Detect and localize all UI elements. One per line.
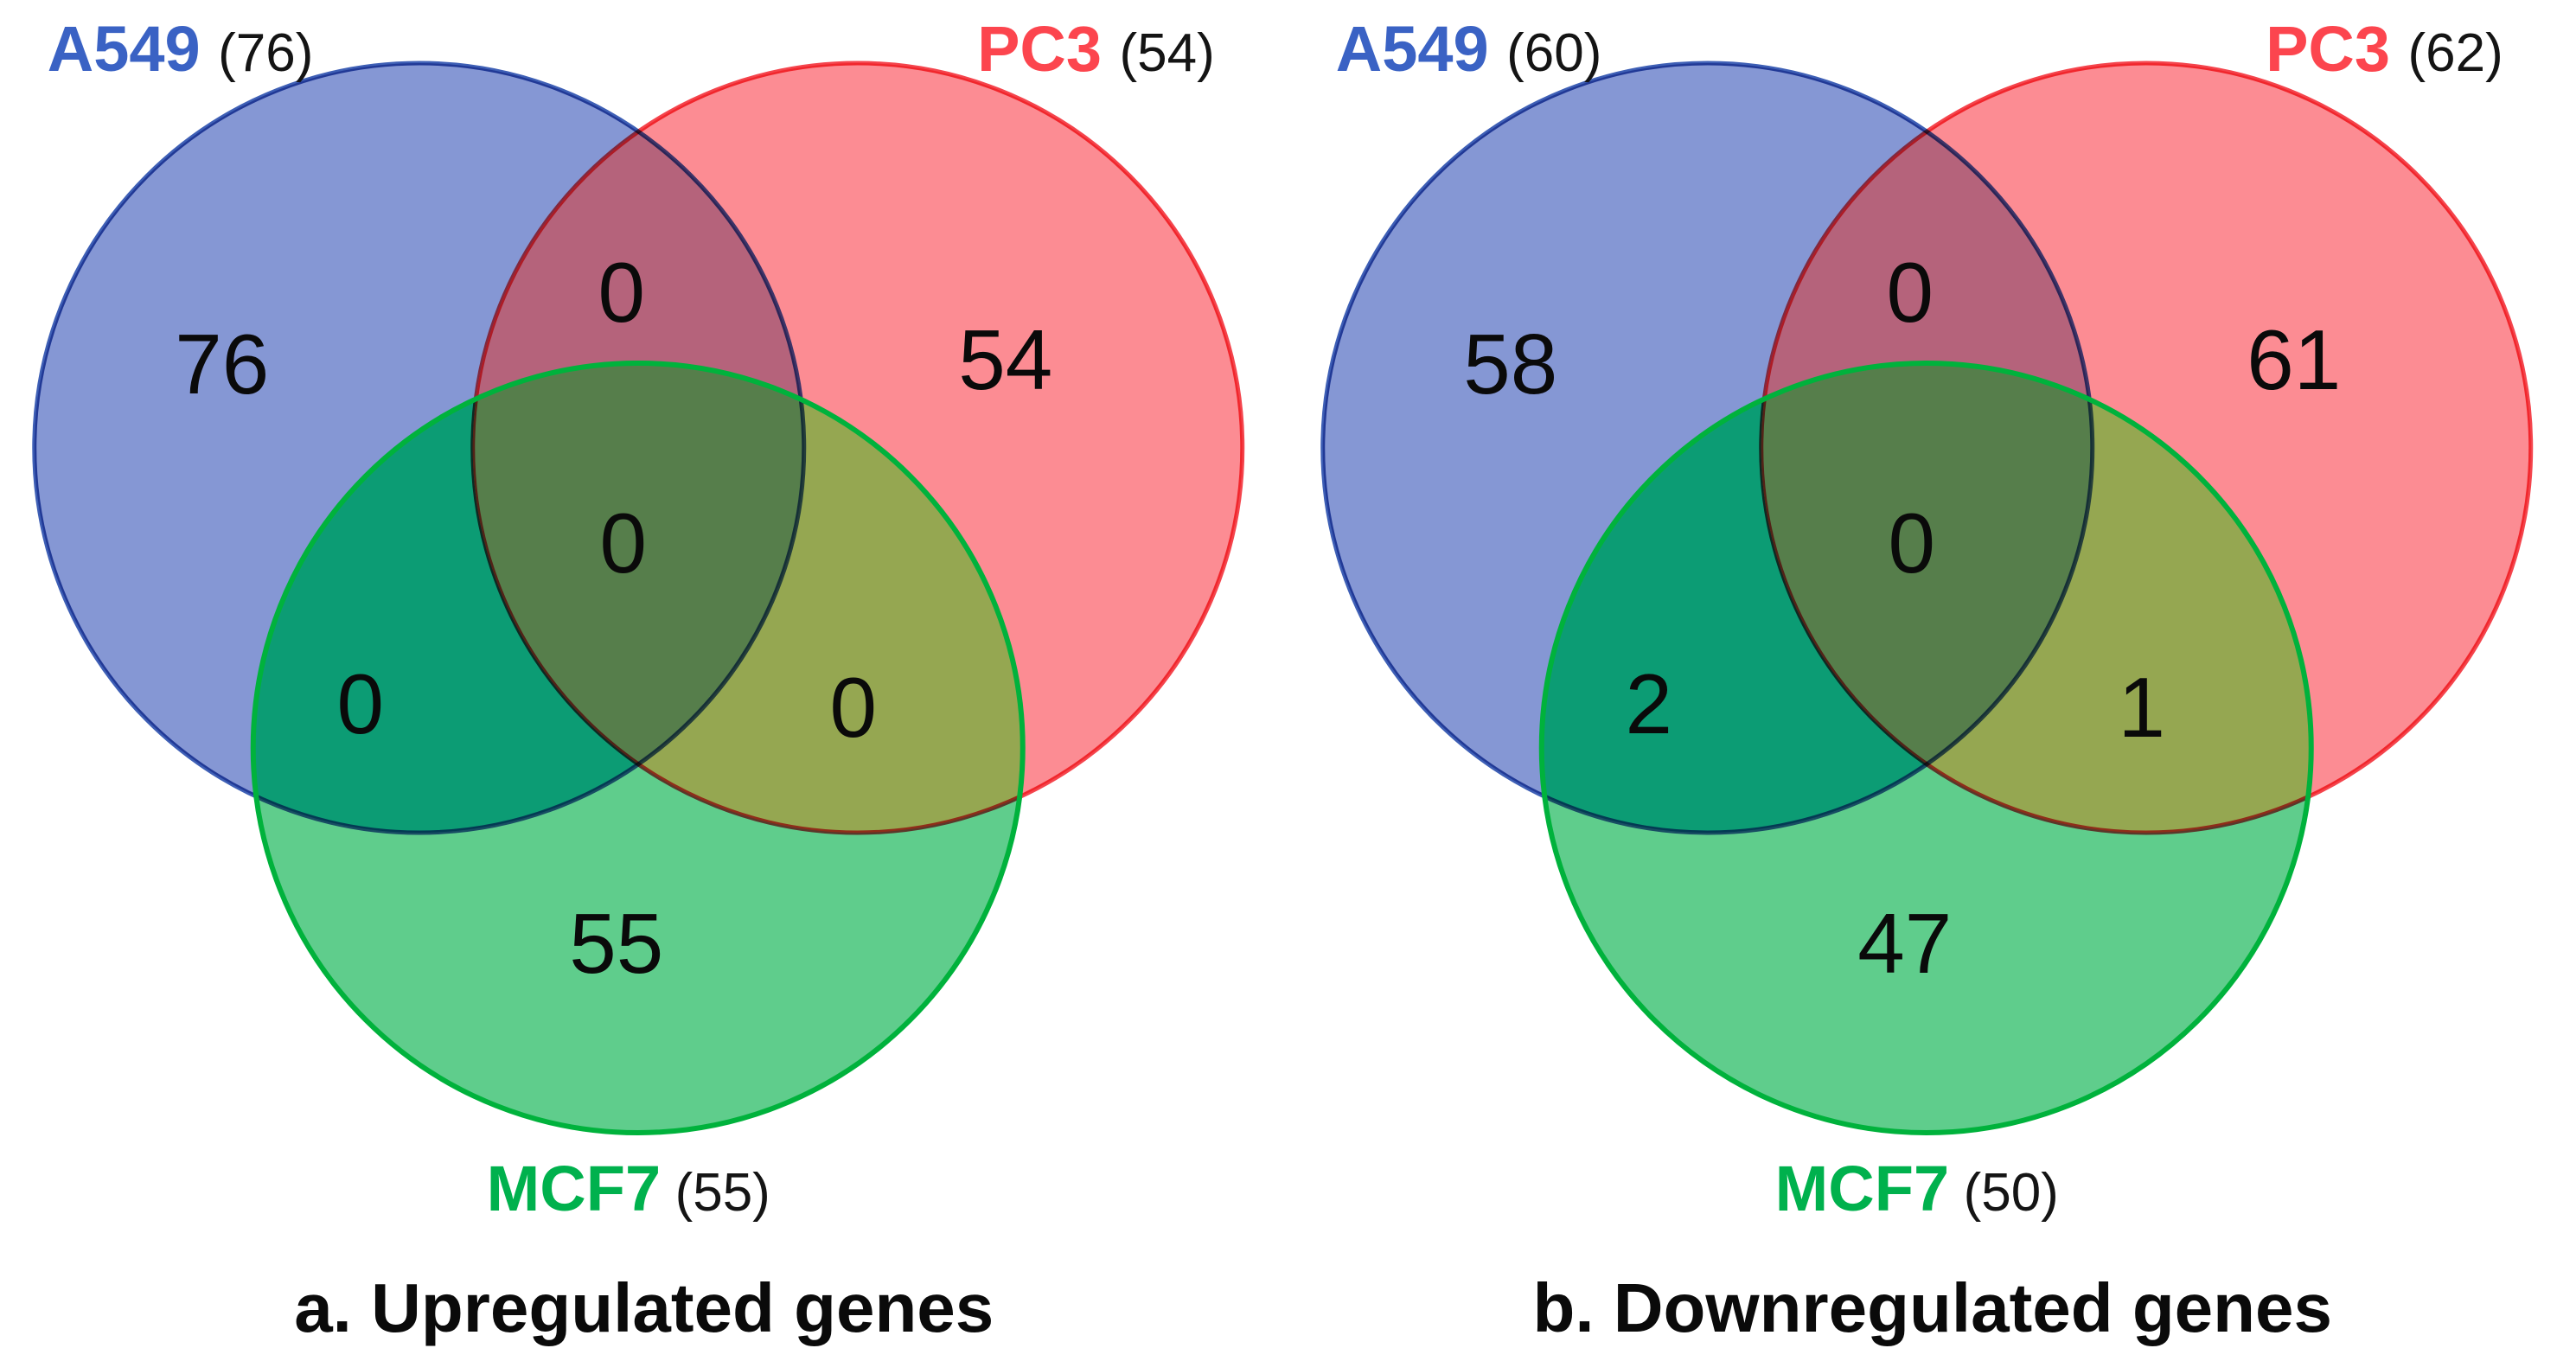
count-pc3-mcf7: 1 [2118,660,2165,755]
count-pc3-only: 54 [958,312,1052,407]
pc3-set-label: PC3 (54) [977,13,1215,85]
count-a549-pc3: 0 [598,245,645,340]
count-all-three: 0 [599,495,647,591]
venn-diagram-upregulated: 76 54 0 0 0 0 55 A549 (76) PC3 (54) MCF7… [32,13,1245,1346]
venn-circles [32,61,1245,1135]
a549-set-name: A549 [48,13,201,85]
pc3-set-total: (54) [1119,23,1214,83]
a549-set-total: (60) [1506,23,1601,83]
count-a549-mcf7: 2 [1625,656,1672,751]
panel-upregulated: 76 54 0 0 0 0 55 A549 (76) PC3 (54) MCF7… [32,13,1245,1346]
count-a549-only: 76 [175,316,269,412]
count-pc3-mcf7: 0 [829,660,877,755]
a549-circle-outline [1320,61,2094,835]
triple-overlap-region [472,363,804,833]
pc3-circle-outline [1758,61,2533,835]
mcf7-set-label: MCF7 (50) [1774,1153,2058,1224]
a549-set-total: (76) [218,23,313,83]
panel-caption-upregulated: a. Upregulated genes [294,1269,994,1346]
count-a549-only: 58 [1463,316,1557,412]
mcf7-set-name: MCF7 [487,1153,661,1224]
pc3-set-label: PC3 (62) [2266,13,2503,85]
a549-set-name: A549 [1335,13,1488,85]
panel-caption-downregulated: b. Downregulated genes [1532,1269,2332,1346]
panel-downregulated: 58 61 0 0 2 1 47 A549 (60) PC3 (62) MCF7… [1288,0,2576,1361]
mcf7-set-name: MCF7 [1774,1153,1948,1224]
mcf7-set-total: (55) [675,1163,770,1223]
count-mcf7-only: 55 [569,896,663,991]
pc3-set-name: PC3 [977,13,1102,85]
a549-circle-outline [32,61,807,835]
pc3-set-total: (62) [2407,23,2502,83]
count-all-three: 0 [1888,495,1935,591]
a549-set-label: A549 (60) [1335,13,1601,85]
pc3-set-name: PC3 [2266,13,2390,85]
count-mcf7-only: 47 [1857,896,1952,991]
count-a549-pc3: 0 [1886,245,1934,340]
venn-diagram-downregulated: 58 61 0 0 2 1 47 A549 (60) PC3 (62) MCF7… [1320,13,2533,1346]
mcf7-circle-outline [250,361,1026,1135]
region-counts: 76 54 0 0 0 0 55 [175,245,1052,991]
venn-circles [1320,61,2533,1135]
count-a549-mcf7: 0 [336,656,384,751]
mcf7-set-total: (50) [1963,1163,2058,1223]
count-pc3-only: 61 [2247,312,2341,407]
triple-overlap-region [1761,363,2093,833]
a549-set-label: A549 (76) [48,13,314,85]
mcf7-circle-outline [1538,361,2314,1135]
region-counts: 58 61 0 0 2 1 47 [1463,245,2341,991]
mcf7-set-label: MCF7 (55) [487,1153,770,1224]
pc3-circle-outline [470,61,1245,835]
